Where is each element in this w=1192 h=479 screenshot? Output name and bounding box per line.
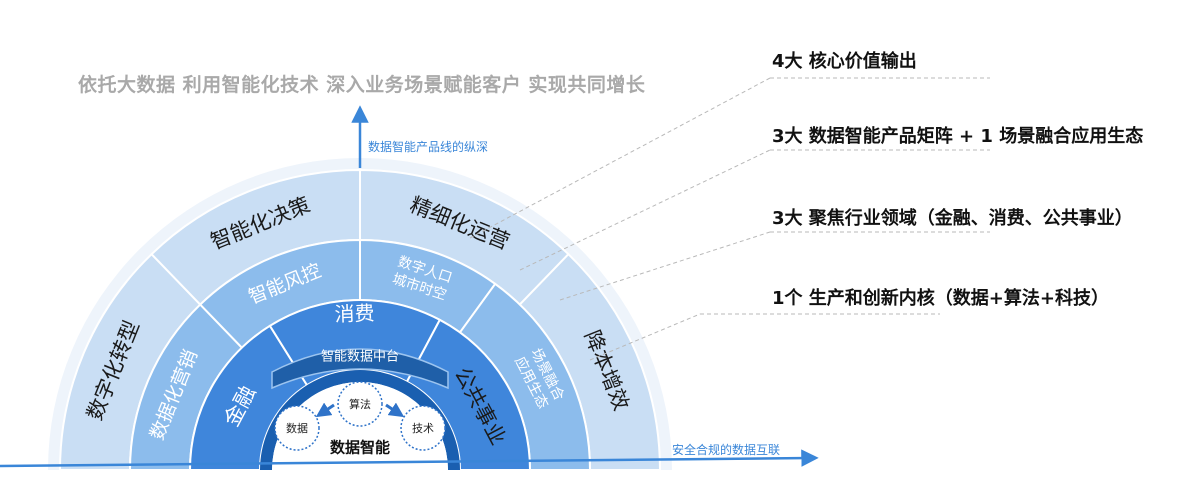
core-title: 数据智能 xyxy=(330,439,390,457)
core-circle-data-label: 数据 xyxy=(286,421,308,435)
callout-leader-3-0 xyxy=(589,313,701,361)
vertical-axis-label: 数据智能产品线的纵深 xyxy=(368,140,489,154)
ring1-band xyxy=(260,370,460,470)
platform-label: 智能数据中台 xyxy=(321,350,399,365)
core-circle-technology-label: 技术 xyxy=(412,422,434,435)
headline: 依托大数据 利用智能化技术 深入业务场景赋能客户 实现共同增长 xyxy=(78,74,646,96)
callout-innovation-core: 1个 生产和创新内核（数据+算法+科技） xyxy=(772,288,1109,309)
platform-band xyxy=(271,348,449,390)
core-circle-algorithm xyxy=(337,381,383,427)
horizontal-axis-label: 安全合规的数据互联 xyxy=(672,443,781,457)
callout-leader-0-0 xyxy=(469,77,771,239)
ring2-label-consumption: 消费 xyxy=(334,301,375,326)
callout-leader-1-0 xyxy=(519,149,771,271)
core-arrow-right xyxy=(385,402,405,418)
core-circle-data xyxy=(274,405,320,451)
horizontal-axis-arrow xyxy=(0,449,819,468)
callout-leader-2-0 xyxy=(559,231,771,301)
core-circle-algorithm-label: 算法 xyxy=(349,397,371,411)
core-arrow-left xyxy=(315,402,335,418)
core-circle-technology xyxy=(400,405,446,451)
callout-product-matrix: 3大 数据智能产品矩阵 + 1 场景融合应用生态 xyxy=(772,126,1144,147)
callout-industry-focus: 3大 聚焦行业领域（金融、消费、公共事业） xyxy=(772,208,1133,229)
callout-core-value: 4大 核心价值输出 xyxy=(772,51,917,72)
